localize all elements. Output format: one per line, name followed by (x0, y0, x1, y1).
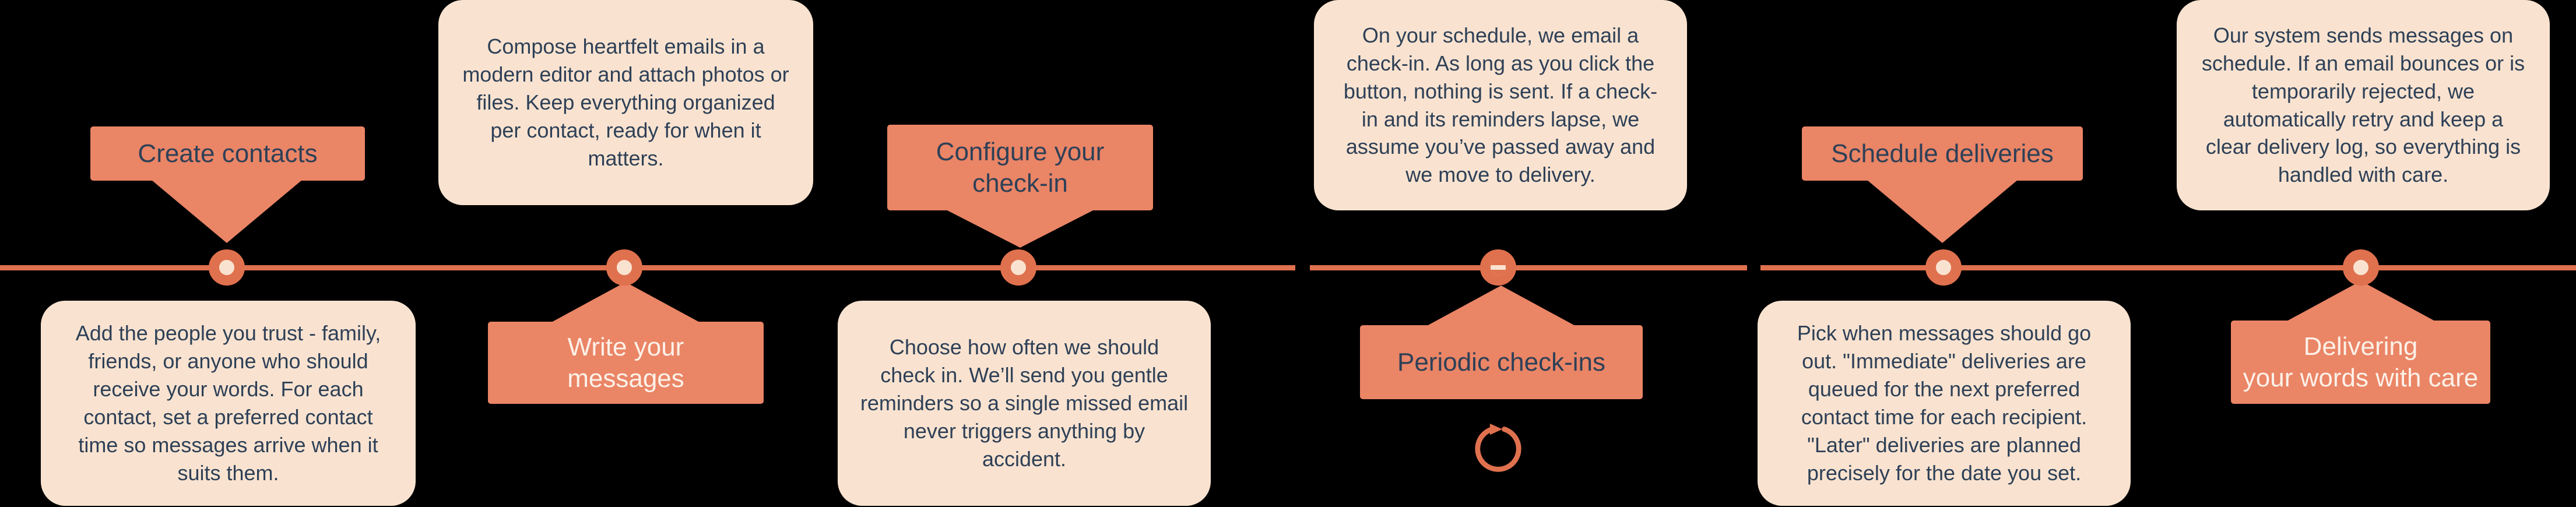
step-label-write-messages: Write your messages (488, 322, 764, 404)
timeline-node (2343, 249, 2379, 286)
step-description-card: Add the people you trust - family, frien… (41, 301, 416, 506)
timeline-node (209, 249, 245, 286)
step-label-pointer (1867, 180, 2018, 243)
step-description-card: Compose heartfelt emails in a modern edi… (438, 0, 813, 205)
step-description-card: Our system sends messages on schedule. I… (2177, 0, 2550, 210)
step-description: Pick when messages should go out. "Immed… (1797, 321, 2092, 485)
step-description: Our system sends messages on schedule. I… (2201, 23, 2525, 187)
step-description: Add the people you trust - family, frien… (75, 321, 381, 485)
step-label-pointer (152, 180, 302, 243)
refresh-icon (1472, 423, 1524, 474)
step-label-schedule-deliveries: Schedule deliveries (1802, 126, 2083, 181)
step-label-pointer (945, 209, 1095, 248)
timeline-line-segment (0, 265, 1295, 270)
step-label-text: Schedule deliveries (1831, 139, 2054, 168)
step-description-card: Choose how often we should check in. We’… (838, 301, 1211, 506)
step-label-text: Write your messages (567, 332, 684, 393)
step-label-pointer (1426, 286, 1576, 326)
step-label-pointer (550, 282, 701, 323)
timeline-node (606, 249, 642, 286)
timeline-line-segment (1310, 265, 1747, 270)
step-description-card: On your schedule, we email a check-in. A… (1314, 0, 1687, 210)
timeline-node (1925, 249, 1962, 286)
step-label-text: Periodic check-ins (1397, 347, 1606, 376)
timeline-node (1000, 249, 1036, 286)
step-label-text: Delivering your words with care (2243, 332, 2479, 392)
pause-icon (1480, 249, 1516, 286)
step-label-create-contacts: Create contacts (90, 126, 365, 181)
step-description-card: Pick when messages should go out. "Immed… (1758, 301, 2131, 506)
step-description: Compose heartfelt emails in a modern edi… (462, 34, 789, 170)
step-label-delivering-words: Delivering your words with care (2231, 321, 2490, 404)
step-label-pointer (2286, 281, 2436, 322)
step-label-periodic-checkins: Periodic check-ins (1360, 325, 1643, 399)
step-description: On your schedule, we email a check-in. A… (1343, 23, 1658, 187)
step-label-text: Create contacts (138, 139, 318, 168)
step-description: Choose how often we should check in. We’… (860, 335, 1189, 471)
step-label-text: Configure your check-in (936, 137, 1105, 198)
timeline-line-segment (1760, 265, 2576, 270)
step-label-configure-checkin: Configure your check-in (887, 125, 1153, 210)
